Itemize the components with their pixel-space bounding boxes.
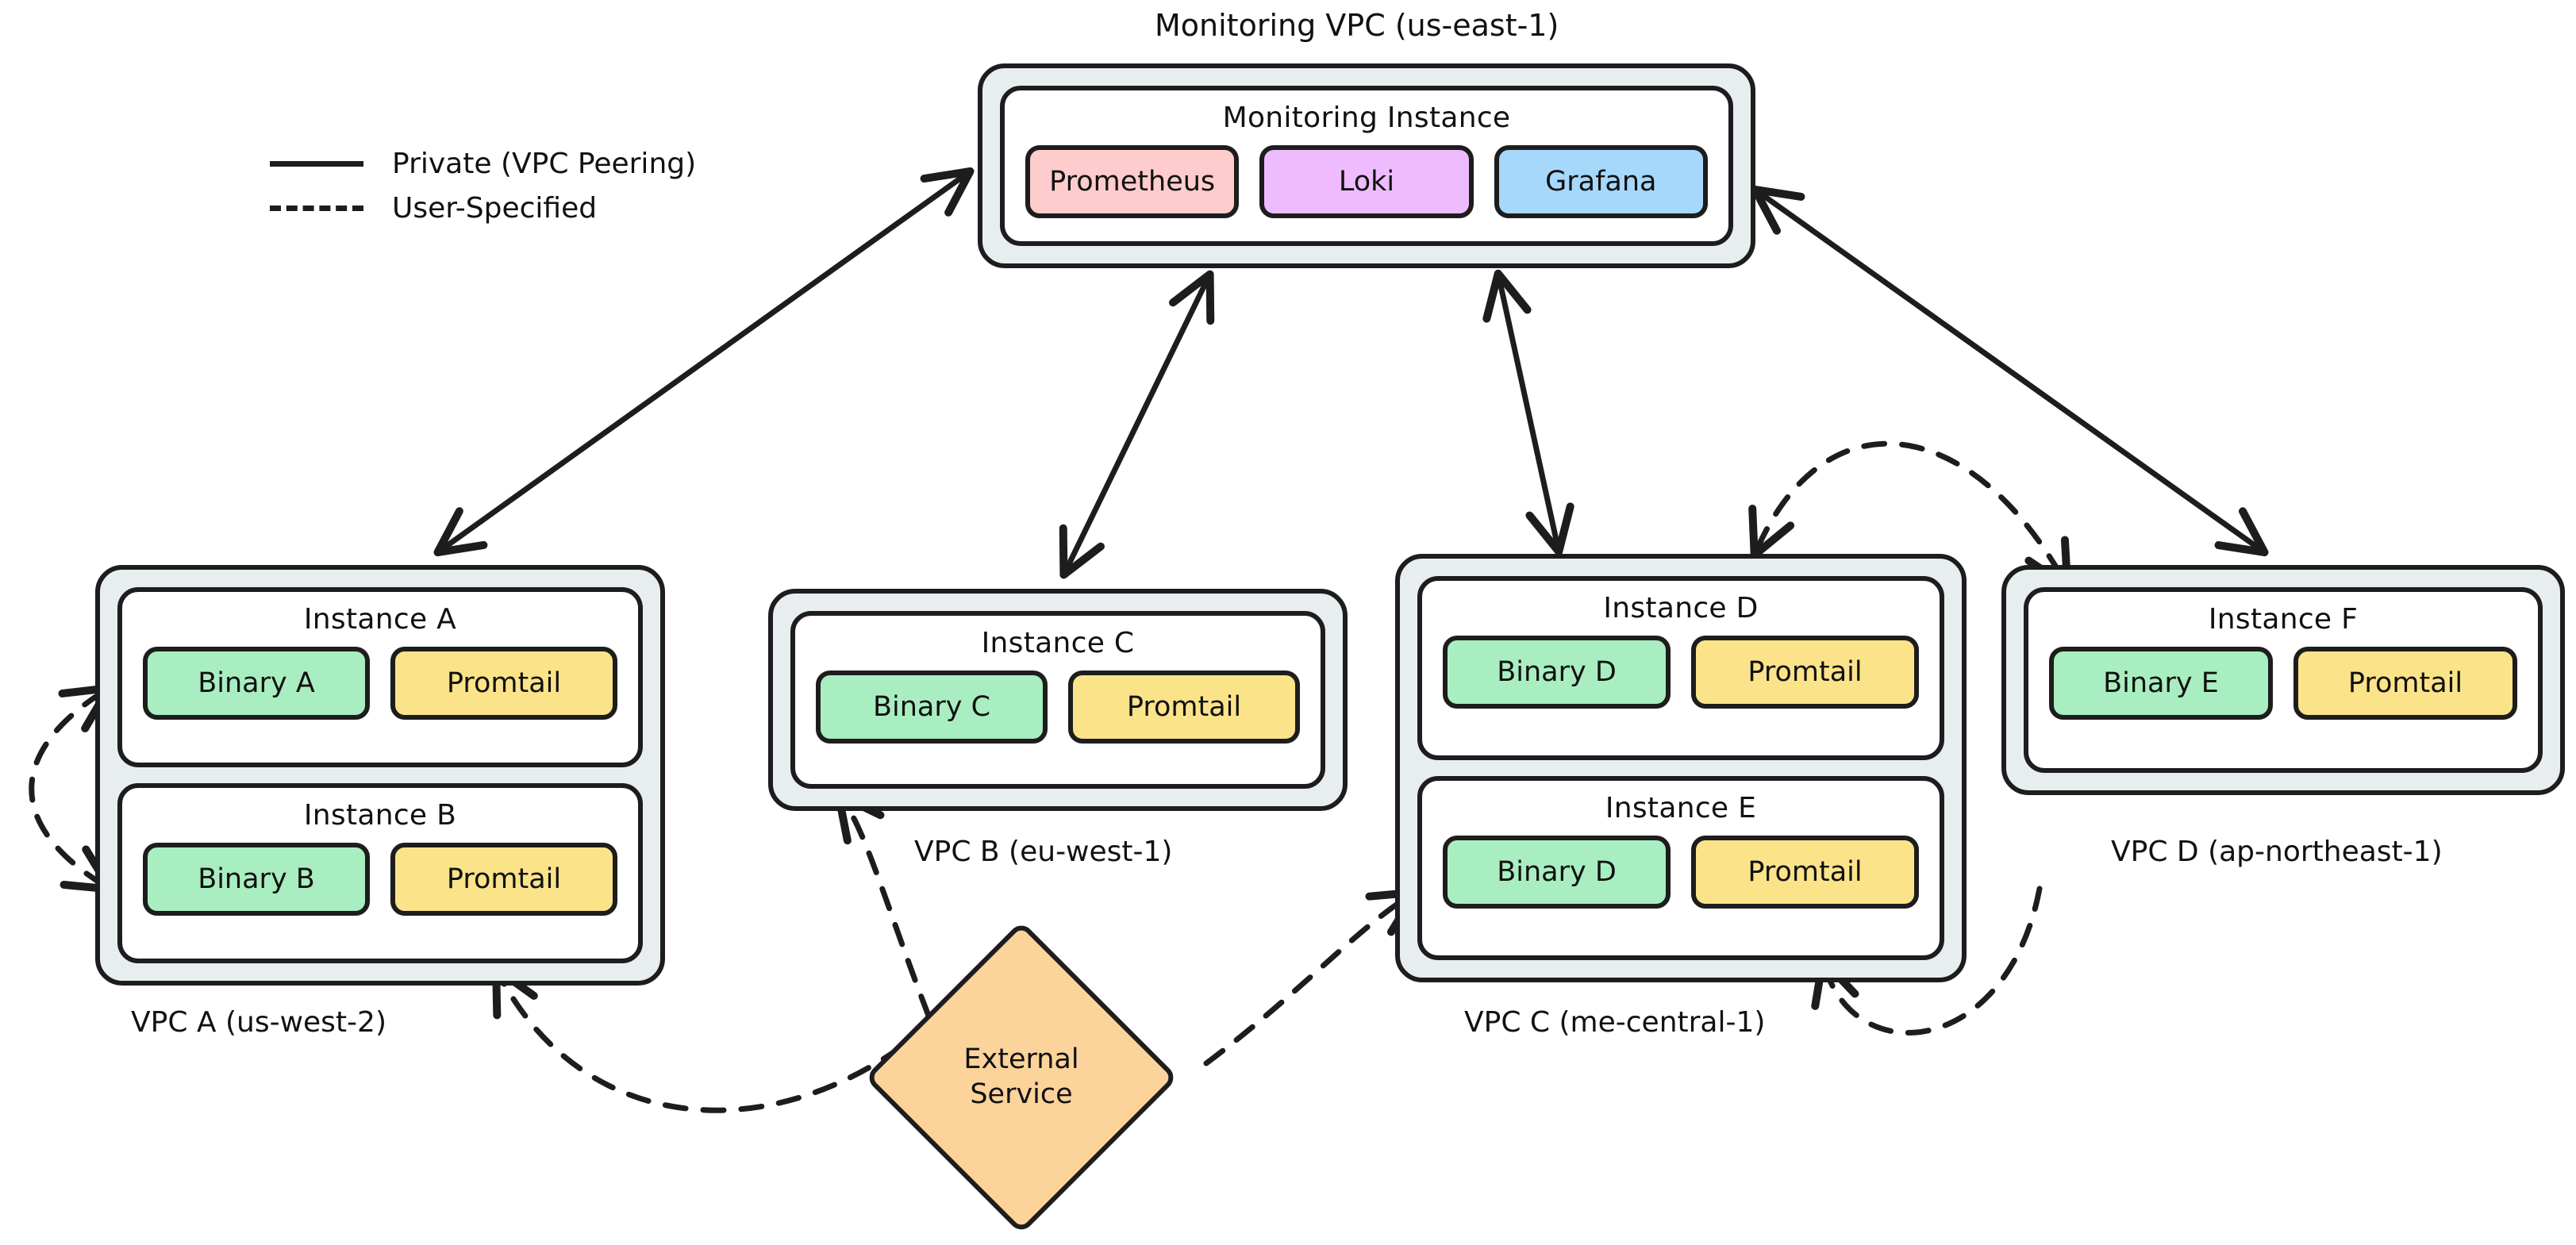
external-service-line1: External	[963, 1043, 1079, 1076]
external-service-node[interactable]: External Service	[864, 920, 1178, 1235]
service-binary-c[interactable]: Binary C	[816, 671, 1048, 744]
service-promtail-f[interactable]: Promtail	[2293, 647, 2517, 720]
vpc-d-label: VPC D (ap-northeast-1)	[2111, 836, 2443, 868]
legend-item-user-specified: User-Specified	[270, 186, 696, 230]
instance-e-title: Instance E	[1605, 792, 1757, 824]
service-loki[interactable]: Loki	[1259, 145, 1474, 218]
instance-c[interactable]: Instance C Binary C Promtail	[790, 611, 1325, 789]
vpc-c-container[interactable]: Instance D Binary D Promtail Instance E …	[1395, 554, 1967, 982]
vpc-d-container[interactable]: Instance F Binary E Promtail	[2001, 565, 2565, 795]
edge-external-instancee	[1203, 888, 1420, 1066]
dashed-line-swatch-icon	[270, 205, 363, 211]
monitoring-vpc-container[interactable]: Monitoring Instance Prometheus Loki Graf…	[978, 63, 1755, 268]
service-promtail-b[interactable]: Promtail	[390, 843, 617, 916]
monitoring-instance-title: Monitoring Instance	[1222, 102, 1511, 134]
vpc-a-container[interactable]: Instance A Binary A Promtail Instance B …	[95, 565, 665, 986]
external-service-line2: Service	[970, 1078, 1073, 1110]
vpc-a-label: VPC A (us-west-2)	[131, 1006, 386, 1039]
instance-a[interactable]: Instance A Binary A Promtail	[117, 587, 643, 767]
service-binary-b[interactable]: Binary B	[143, 843, 370, 916]
service-promtail-d[interactable]: Promtail	[1691, 636, 1919, 709]
legend-label-private: Private (VPC Peering)	[392, 147, 697, 180]
service-binary-a[interactable]: Binary A	[143, 647, 370, 720]
service-grafana[interactable]: Grafana	[1494, 145, 1708, 218]
service-promtail-a[interactable]: Promtail	[390, 647, 617, 720]
edge-monitoring-vpcb	[1059, 270, 1215, 579]
instance-b[interactable]: Instance B Binary B Promtail	[117, 783, 643, 963]
edge-external-vpca	[492, 964, 904, 1113]
legend: Private (VPC Peering) User-Specified	[270, 141, 696, 230]
vpc-c-label: VPC C (me-central-1)	[1464, 1006, 1766, 1039]
instance-a-title: Instance A	[303, 603, 457, 636]
monitoring-vpc-label: Monitoring VPC (us-east-1)	[1155, 8, 1559, 43]
vpc-b-label: VPC B (eu-west-1)	[914, 836, 1173, 868]
edge-monitoring-vpcd	[1751, 185, 2269, 557]
legend-item-private: Private (VPC Peering)	[270, 141, 696, 186]
solid-line-swatch-icon	[270, 160, 363, 167]
instance-b-title: Instance B	[303, 799, 457, 832]
instance-d-title: Instance D	[1603, 592, 1759, 624]
service-binary-d-e[interactable]: Binary D	[1443, 836, 1671, 909]
monitoring-instance[interactable]: Monitoring Instance Prometheus Loki Graf…	[1000, 86, 1733, 246]
edge-monitoring-vpca	[433, 167, 975, 557]
service-prometheus[interactable]: Prometheus	[1025, 145, 1240, 218]
vpc-b-container[interactable]: Instance C Binary C Promtail	[768, 589, 1348, 811]
instance-e[interactable]: Instance E Binary D Promtail	[1417, 776, 1944, 960]
service-binary-d[interactable]: Binary D	[1443, 636, 1671, 709]
service-promtail-c[interactable]: Promtail	[1068, 671, 1300, 744]
instance-f[interactable]: Instance F Binary E Promtail	[2024, 587, 2543, 773]
instance-c-title: Instance C	[981, 627, 1135, 659]
instance-f-title: Instance F	[2208, 603, 2359, 636]
edge-instancea-instanceb	[29, 684, 114, 893]
legend-label-user-specified: User-Specified	[392, 191, 598, 225]
instance-d[interactable]: Instance D Binary D Promtail	[1417, 576, 1944, 760]
service-promtail-e[interactable]: Promtail	[1691, 836, 1919, 909]
service-binary-e[interactable]: Binary E	[2049, 647, 2273, 720]
edge-monitoring-vpcc	[1482, 269, 1574, 556]
external-service-label: External Service	[910, 966, 1132, 1189]
